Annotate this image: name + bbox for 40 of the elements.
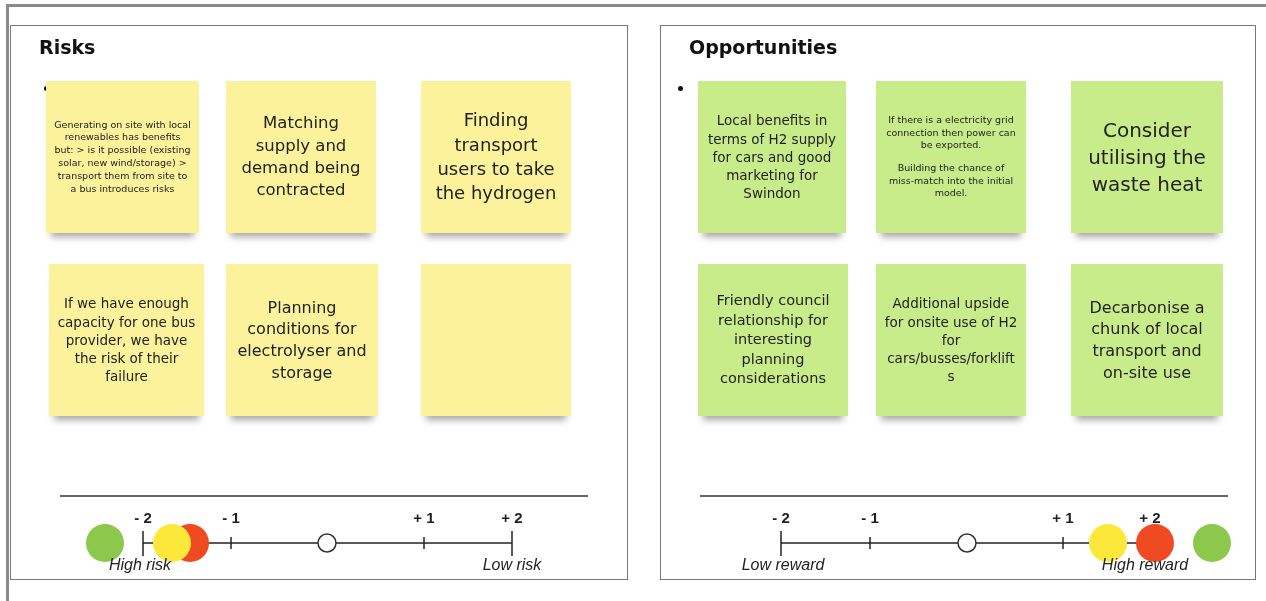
- note-text: If there is a electricity grid connection then power can be exported.: [885, 113, 1017, 153]
- note-text: Finding transport users to take the hydrogen: [434, 108, 558, 206]
- sticky-note: [876, 264, 1026, 416]
- tick-label: - 2: [134, 509, 152, 526]
- sticky-note: [421, 264, 571, 416]
- sticky-note: [421, 81, 571, 233]
- tick-label: + 2: [501, 509, 523, 526]
- note-text: Decarbonise a chunk of local transport and on-site use: [1088, 296, 1206, 384]
- scale-end-label: High reward: [1101, 556, 1189, 574]
- note-text: Matching supply and demand being contracted: [240, 112, 362, 202]
- sticky-note: [49, 264, 204, 416]
- board-panel: [10, 25, 628, 580]
- sticky-note: [226, 264, 378, 416]
- sticky-note: [46, 81, 199, 233]
- note-text: Building the chance of miss-match into the initial model.: [887, 161, 1015, 201]
- note-text: Consider utilising the waste heat: [1087, 116, 1207, 198]
- scale-end-label: Low risk: [482, 556, 542, 574]
- sticky-note: [698, 81, 846, 233]
- tick-label: + 1: [413, 509, 435, 526]
- note-text: Friendly council relationship for interesting planning considerations: [715, 291, 831, 389]
- scale-end-label: High risk: [108, 556, 172, 574]
- note-text: Local benefits in terms of H2 supply for cars and good marketing for Swindon: [706, 111, 838, 203]
- panel-heading: Risks: [39, 36, 96, 58]
- sticky-note: [226, 81, 376, 233]
- note-text: Additional upside for onsite use of H2 for cars/busses/forklifts: [884, 294, 1018, 386]
- panel-heading: Opportunities: [689, 36, 838, 58]
- board-panel: [660, 25, 1256, 580]
- tick-label: + 1: [1052, 509, 1074, 526]
- note-text: Generating on site with local renewables has benefits but: > is it possible (existing solar, new wind/storage) > transport them from site to a bus introduces risks: [54, 118, 191, 196]
- sticky-note: [876, 81, 1026, 233]
- sticky-note: [1071, 81, 1223, 233]
- tick-label: + 2: [1139, 509, 1161, 526]
- scale-end-label: Low reward: [741, 556, 825, 574]
- tick-label: - 1: [861, 509, 879, 526]
- tick-label: - 2: [772, 509, 790, 526]
- sticky-note: [698, 264, 848, 416]
- note-text: If we have enough capacity for one bus provider, we have the risk of their failure: [57, 294, 196, 386]
- sticky-note: [1071, 264, 1223, 416]
- tick-label: - 1: [222, 509, 240, 526]
- note-text: Planning conditions for electrolyser and storage: [236, 296, 368, 384]
